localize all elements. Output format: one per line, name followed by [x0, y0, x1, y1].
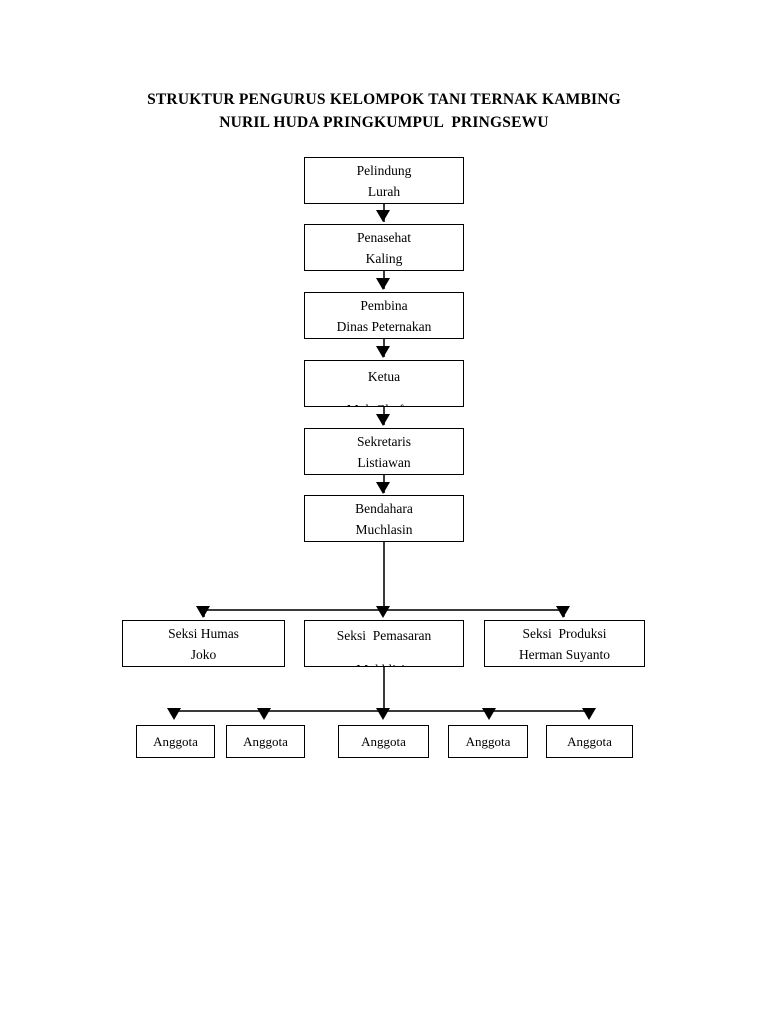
arrowhead-anggota-3 [376, 708, 390, 720]
node-ketua-role: Ketua [367, 369, 401, 384]
node-sekretaris-role: Sekretaris [357, 433, 411, 449]
arrowhead-seksi-humas [196, 606, 210, 618]
node-seksi-produksi-role: Seksi Produksi [522, 625, 607, 641]
connector-bendahara-trunk [383, 542, 385, 612]
node-anggota-1-label: Anggota [153, 733, 198, 749]
node-pembina[interactable]: Pembina Dinas Peternakan [304, 292, 464, 339]
node-pelindung[interactable]: Pelindung Lurah [304, 157, 464, 204]
node-seksi-pemasaran[interactable]: Seksi Pemasaran Mukhlisin [304, 620, 464, 667]
node-seksi-pemasaran-name: Mukhlisin [305, 659, 463, 666]
arrowhead-anggota-4 [482, 708, 496, 720]
arrowhead-seksi-pemasaran [376, 606, 390, 618]
node-anggota-4-label: Anggota [465, 733, 511, 749]
node-seksi-pemasaran-role: Seksi Pemasaran [336, 628, 432, 643]
node-anggota-2-label: Anggota [243, 733, 288, 749]
node-seksi-humas-role: Seksi Humas [168, 625, 239, 641]
node-pembina-name: Dinas Peternakan [336, 318, 432, 334]
node-anggota-2[interactable]: Anggota [226, 725, 305, 758]
node-penasehat-role: Penasehat [357, 229, 411, 245]
page-title-line-1: STRUKTUR PENGURUS KELOMPOK TANI TERNAK K… [147, 91, 621, 108]
node-penasehat-name: Kaling [365, 250, 403, 266]
node-ketua-name: Moh Ghufron [305, 399, 463, 406]
arrowhead-bendahara [376, 482, 390, 494]
node-anggota-5[interactable]: Anggota [546, 725, 633, 758]
node-pelindung-role: Pelindung [356, 162, 412, 178]
page-title-line-2: NURIL HUDA PRINGKUMPUL PRINGSEWU [219, 114, 549, 131]
node-pembina-role: Pembina [360, 297, 408, 313]
node-seksi-humas[interactable]: Seksi Humas Joko [122, 620, 285, 667]
arrowhead-anggota-1 [167, 708, 181, 720]
node-pelindung-name: Lurah [367, 183, 401, 199]
node-sekretaris[interactable]: Sekretaris Listiawan [304, 428, 464, 475]
node-anggota-3[interactable]: Anggota [338, 725, 429, 758]
connector-anggota-trunk [383, 667, 385, 712]
page-title: STRUKTUR PENGURUS KELOMPOK TANI TERNAK K… [0, 88, 768, 134]
node-anggota-4[interactable]: Anggota [448, 725, 528, 758]
arrowhead-sekretaris [376, 414, 390, 426]
node-anggota-1[interactable]: Anggota [136, 725, 215, 758]
node-seksi-humas-name: Joko [190, 646, 217, 662]
arrowhead-anggota-2 [257, 708, 271, 720]
arrowhead-pembina [376, 278, 390, 290]
node-bendahara[interactable]: Bendahara Muchlasin [304, 495, 464, 542]
node-anggota-5-label: Anggota [567, 733, 612, 749]
arrowhead-anggota-5 [582, 708, 596, 720]
node-seksi-produksi[interactable]: Seksi Produksi Herman Suyanto [484, 620, 645, 667]
arrowhead-ketua [376, 346, 390, 358]
arrowhead-seksi-produksi [556, 606, 570, 618]
node-seksi-produksi-name: Herman Suyanto [518, 646, 611, 662]
arrowhead-penasehat [376, 210, 390, 222]
node-ketua[interactable]: Ketua Moh Ghufron [304, 360, 464, 407]
node-sekretaris-name: Listiawan [357, 454, 411, 470]
node-bendahara-role: Bendahara [355, 500, 413, 516]
node-bendahara-name: Muchlasin [355, 521, 413, 537]
node-anggota-3-label: Anggota [361, 733, 406, 749]
node-penasehat[interactable]: Penasehat Kaling [304, 224, 464, 271]
